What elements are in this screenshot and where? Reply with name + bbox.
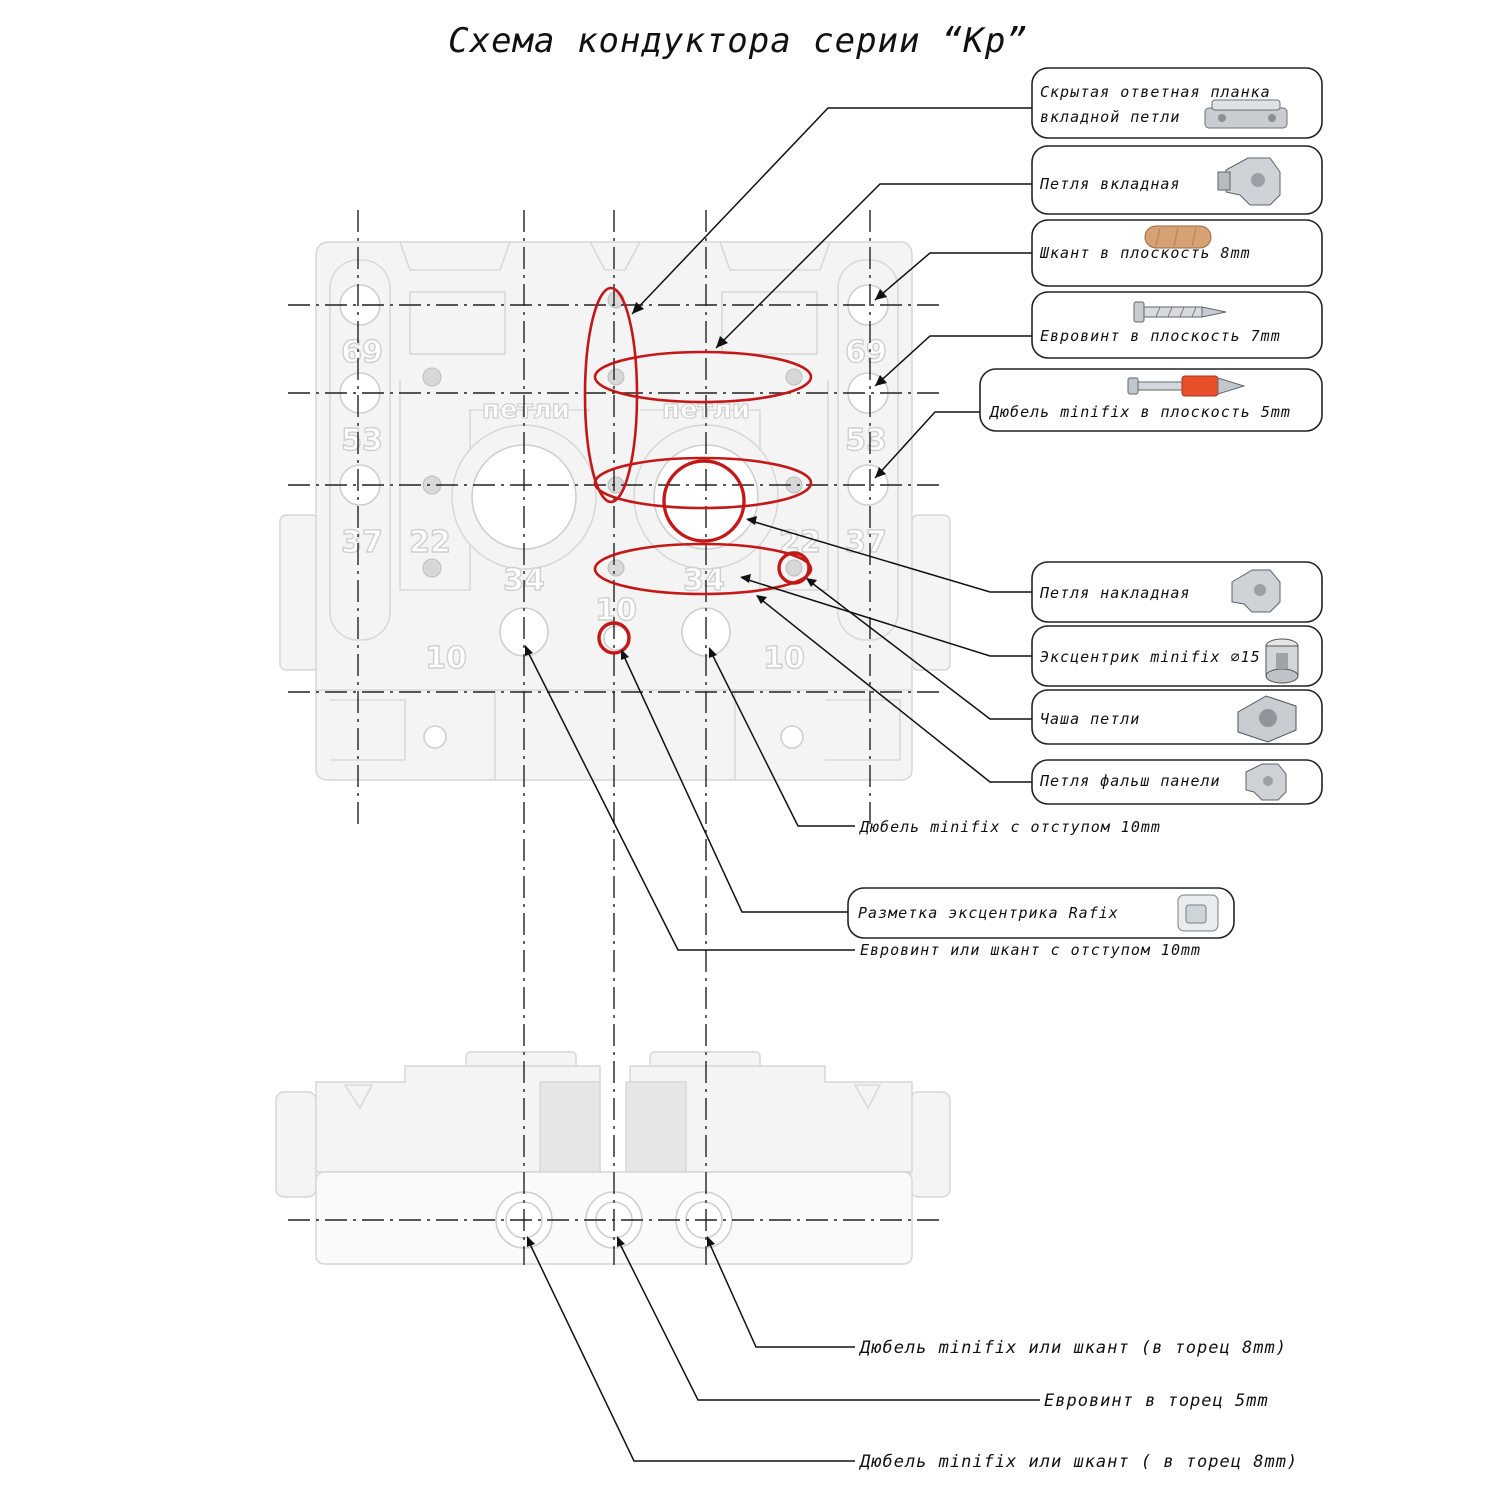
num-right-10: 10 [763,641,805,676]
dot-right-upper [785,368,803,386]
right-mount-hole [780,725,804,749]
front-right-tab [909,1091,951,1198]
label-end-dowel-right: Дюбель minifix или шкант (в торец 8mm) [858,1338,1287,1358]
rafix-cam-icon [1177,894,1219,932]
euro-screw-icon [1133,301,1227,323]
callout-inset-hinge: Петля вкладная [1031,145,1323,215]
label-end-euroscrew: Евровинт в торец 5mm [1044,1391,1269,1411]
dot-center-upper [607,368,625,386]
callout-label: Шкант в плоскость 8mm [1039,244,1251,262]
num-right-69: 69 [845,335,887,370]
inset-hinge-icon [1217,157,1281,206]
label-end-dowel-left: Дюбель minifix или шкант ( в торец 8mm) [858,1452,1298,1472]
jig-top-view: 69 53 37 69 53 37 22 22 34 34 10 10 10 п… [279,241,951,781]
word-petli-left: петли [482,395,570,425]
right-window [721,291,818,355]
label-minifix-offset: Дюбель minifix с отступом 10mm [858,818,1161,836]
diagram-title: Схема кондуктора серии “Кр” [448,21,1028,61]
num-left-53: 53 [341,423,383,458]
num-right-53: 53 [845,423,887,458]
center-lines [288,210,945,1265]
highlight-mid-ellipse [593,456,813,510]
callout-label: Петля накладная [1039,584,1190,602]
jig-front-view [275,1051,951,1265]
callout-minifix-dowel: Дюбель minifix в плоскость 5mm [979,368,1323,432]
num-left-69: 69 [341,335,383,370]
hinge-cup-icon [1237,695,1297,743]
callout-label: Разметка эксцентрика Rafix [858,904,1119,922]
callout-false-panel-hinge: Петля фальш панели [1031,759,1323,805]
callout-euro-screw: Евровинт в плоскость 7mm [1031,291,1323,359]
num-left-10: 10 [425,641,467,676]
false-panel-hinge-icon [1245,763,1287,801]
front-center-slot-right [625,1081,687,1173]
dot-left-upper [422,367,442,387]
callout-hinge-cup: Чаша петли [1031,689,1323,745]
num-right-37: 37 [845,525,887,560]
dot-center-lower [607,559,625,577]
highlight-rafix-dot [597,621,631,655]
dot-left-lower [422,558,442,578]
front-triangles [343,1084,882,1110]
num-left-22: 22 [409,525,451,560]
left-window [409,291,506,355]
left-column [329,259,391,641]
right-tab [911,514,951,671]
hidden-strike-plate-icon [1204,99,1288,129]
top-notches [399,241,831,271]
highlight-lower-ellipse [593,542,813,596]
callout-dowel: Шкант в плоскость 8mm [1031,219,1323,287]
bottom-ledge [316,689,912,780]
highlight-false-panel-dot [777,551,811,585]
overlay-hinge-icon [1231,569,1281,613]
left-mount-hole [423,725,447,749]
leader-lines [525,107,1040,1462]
left-inner [399,380,590,591]
minifix-cam-icon [1265,638,1299,684]
front-center-slot-left [539,1081,601,1173]
label-euroscrew-offset: Евровинт или шкант с отступом 10mm [860,941,1201,959]
callout-label: Дюбель minifix в плоскость 5mm [988,403,1291,421]
callout-label: Петля вкладная [1039,175,1180,193]
callout-label: Скрытая ответная планка [1040,83,1271,101]
callout-label: Петля фальш панели [1039,772,1221,790]
highlight-cam-circle [662,459,746,543]
highlight-upper-ellipse [593,350,813,404]
right-column [837,259,899,641]
callout-label: Евровинт в плоскость 7mm [1040,327,1281,345]
highlight-vertical-ellipse [583,286,639,504]
front-upper-body [315,1065,601,1173]
left-tab [279,514,319,671]
callout-label: Чаша петли [1040,710,1140,728]
minifix-dowel-icon [1127,375,1246,397]
callout-overlay-hinge: Петля накладная [1031,561,1323,623]
callout-label: Эксцентрик minifix ∅15 [1040,648,1261,666]
dot-right-lower [785,559,803,577]
front-left-tab [275,1091,317,1198]
highlights [583,286,813,655]
callout-label: вкладной петли [1040,108,1180,126]
callout-minifix-cam: Эксцентрик minifix ∅15 [1031,625,1323,687]
num-left-37: 37 [341,525,383,560]
wooden-dowel-icon [1144,225,1212,249]
callout-hidden-strike-plate: Скрытая ответная планка вкладной петли [1031,67,1323,139]
callout-rafix: Разметка эксцентрика Rafix [847,887,1235,939]
